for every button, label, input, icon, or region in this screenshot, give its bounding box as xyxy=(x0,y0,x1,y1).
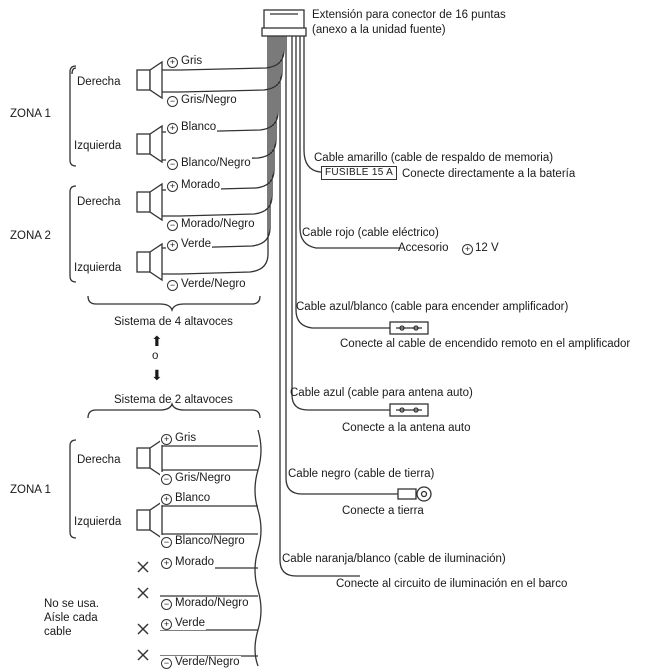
side-right-3: Derecha xyxy=(77,454,121,466)
unused-note-line2: Aísle cada xyxy=(44,612,98,624)
blue-cable-label: Cable azul (cable para antena auto) xyxy=(290,387,473,399)
wire-label: −Morado/Negro xyxy=(166,218,256,231)
system-4-label: Sistema de 4 altavoces xyxy=(114,316,233,328)
bluewhite-cable-label: Cable azul/blanco (cable para encender a… xyxy=(296,301,569,313)
bluewhite-cable-note: Conecte al cable de encendido remoto en … xyxy=(340,338,631,350)
black-cable-label: Cable negro (cable de tierra) xyxy=(288,468,435,480)
orange-cable-label: Cable naranja/blanco (cable de iluminaci… xyxy=(282,553,506,565)
system-2-label: Sistema de 2 altavoces xyxy=(114,394,233,406)
wire-label: −Morado/Negro xyxy=(160,597,250,610)
or-label: o xyxy=(152,350,159,362)
connector-title-line1: Extensión para conector de 16 puntas xyxy=(312,9,506,21)
wire-label: +Verde xyxy=(160,617,207,630)
wire-label: +Blanco xyxy=(160,492,212,505)
connector-title-line2: (anexo a la unidad fuente) xyxy=(312,24,446,36)
blue-connector xyxy=(389,403,429,417)
black-cable-note: Conecte a tierra xyxy=(342,505,424,517)
fuse-label: FUSIBLE 15 A xyxy=(321,166,398,180)
bluewhite-connector xyxy=(389,321,429,335)
speaker-zone1-right xyxy=(136,60,180,100)
black-cable-line xyxy=(285,36,398,495)
yellow-cable-line xyxy=(303,36,322,173)
wire-label: +Morado xyxy=(166,179,221,192)
side-left-1: Izquierda xyxy=(74,140,122,152)
speaker-zone2-left xyxy=(136,242,180,282)
wire-label: −Gris/Negro xyxy=(160,472,232,485)
unused-note-line1: No se usa. xyxy=(44,598,99,610)
wire-label: −Gris/Negro xyxy=(166,94,238,107)
speaker-2sys-left xyxy=(136,500,180,540)
wire-label: +Blanco xyxy=(166,121,218,134)
speaker-2sys-right xyxy=(136,438,180,478)
unused-note-line3: cable xyxy=(44,626,72,638)
down-arrow-icon: ⬇ xyxy=(151,367,163,383)
side-left-3: Izquierda xyxy=(74,516,122,528)
red-cable-note: Accesorio xyxy=(398,242,449,254)
yellow-cable-note: Conecte directamente a la batería xyxy=(402,168,576,180)
side-left-2: Izquierda xyxy=(74,262,122,274)
unused-cross-marks xyxy=(137,561,149,661)
bluewhite-cable-line xyxy=(295,36,390,329)
wire-label: −Blanco/Negro xyxy=(160,535,246,548)
yellow-cable-label: Cable amarillo (cable de respaldo de mem… xyxy=(314,152,554,164)
blue-cable-line xyxy=(291,36,390,411)
wire-label: +Gris xyxy=(160,432,198,445)
zone1-label: ZONA 1 xyxy=(10,108,51,120)
wire-label: −Verde/Negro xyxy=(166,278,247,291)
orange-cable-line xyxy=(279,36,360,577)
wire-label: +Verde xyxy=(166,238,213,251)
wire-label: +Gris xyxy=(166,55,204,68)
wire-label: +Morado xyxy=(160,556,215,569)
zone1-bottom-label: ZONA 1 xyxy=(10,484,51,496)
orange-cable-note: Conecte al circuito de iluminación en el… xyxy=(336,578,568,590)
zone2-label: ZONA 2 xyxy=(10,230,51,242)
up-arrow-icon: ⬆ xyxy=(151,333,163,349)
wire-label: −Verde/Negro xyxy=(160,656,241,669)
wire-label: −Blanco/Negro xyxy=(166,157,252,170)
side-right-2: Derecha xyxy=(77,196,121,208)
ground-terminal xyxy=(397,486,432,502)
blue-cable-note: Conecte a la antena auto xyxy=(342,422,471,434)
red-cable-line xyxy=(299,36,400,249)
red-cable-volt: +12 V xyxy=(462,242,499,255)
side-right-1: Derecha xyxy=(77,76,121,88)
red-cable-label: Cable rojo (cable eléctrico) xyxy=(302,227,439,239)
